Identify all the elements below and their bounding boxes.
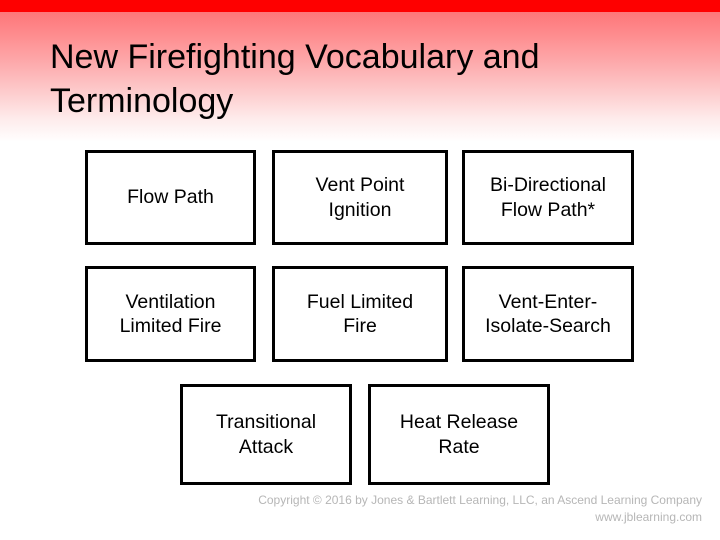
term-box-bi-directional-flow-path[interactable]: Bi-Directional Flow Path*	[462, 150, 634, 245]
copyright-text: Copyright © 2016 by Jones & Bartlett Lea…	[258, 493, 702, 507]
term-box-heat-release-rate[interactable]: Heat Release Rate	[368, 384, 550, 485]
footer: Copyright © 2016 by Jones & Bartlett Lea…	[0, 492, 702, 527]
term-box-fuel-limited-fire[interactable]: Fuel Limited Fire	[272, 266, 448, 362]
top-red-accent-bar	[0, 0, 720, 12]
page-title: New Firefighting Vocabulary and Terminol…	[50, 38, 540, 120]
term-box-transitional-attack[interactable]: Transitional Attack	[180, 384, 352, 485]
header-gradient-band	[0, 12, 720, 142]
website-url: www.jblearning.com	[595, 510, 702, 525]
term-box-vent-point-ignition[interactable]: Vent Point Ignition	[272, 150, 448, 245]
term-box-ventilation-limited-fire[interactable]: Ventilation Limited Fire	[85, 266, 256, 362]
term-box-flow-path[interactable]: Flow Path	[85, 150, 256, 245]
term-box-vent-enter-isolate-search[interactable]: Vent-Enter- Isolate-Search	[462, 266, 634, 362]
